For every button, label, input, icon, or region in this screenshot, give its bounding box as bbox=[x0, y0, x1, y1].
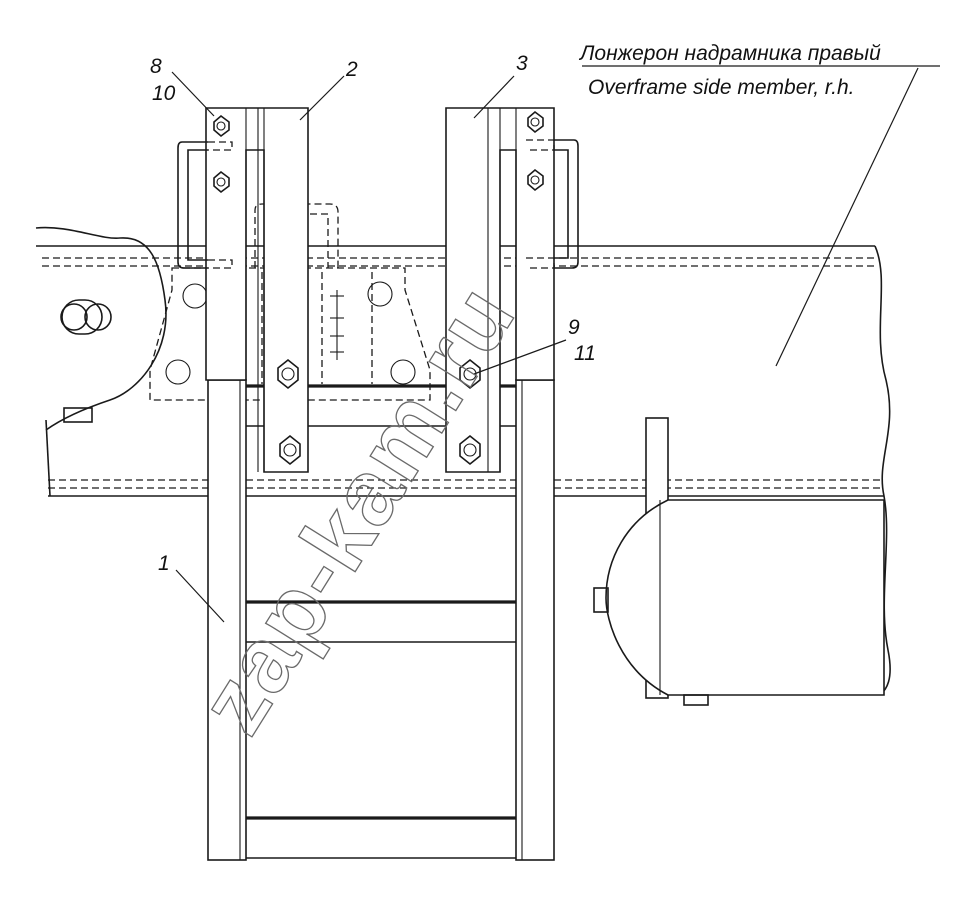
nut-top-left-1 bbox=[213, 114, 230, 138]
nut-mid-right bbox=[459, 358, 481, 390]
callout-3: 3 bbox=[516, 52, 528, 75]
nut-top-right-1 bbox=[527, 110, 544, 134]
callout-10: 10 bbox=[152, 82, 176, 105]
nut-top-right-2 bbox=[527, 168, 544, 192]
ladder-part-1 bbox=[207, 379, 555, 861]
callout-1: 1 bbox=[158, 552, 170, 575]
callout-9: 9 bbox=[568, 316, 580, 339]
center-marks bbox=[330, 290, 344, 360]
member-label-en: Overframe side member, r.h. bbox=[588, 76, 854, 99]
member-label-ru: Лонжерон надрамника правый bbox=[578, 42, 881, 65]
nut-mid-left bbox=[277, 358, 299, 390]
callout-2: 2 bbox=[345, 58, 358, 81]
nut-low-left bbox=[279, 434, 301, 466]
nut-low-right bbox=[459, 434, 481, 466]
air-tank bbox=[593, 417, 885, 706]
leader-lines bbox=[171, 65, 940, 623]
fasteners bbox=[213, 110, 544, 466]
callout-8: 8 bbox=[150, 55, 162, 78]
left-round-bracket bbox=[60, 299, 112, 423]
nut-top-left-2 bbox=[213, 170, 230, 194]
callout-11: 11 bbox=[574, 342, 596, 365]
